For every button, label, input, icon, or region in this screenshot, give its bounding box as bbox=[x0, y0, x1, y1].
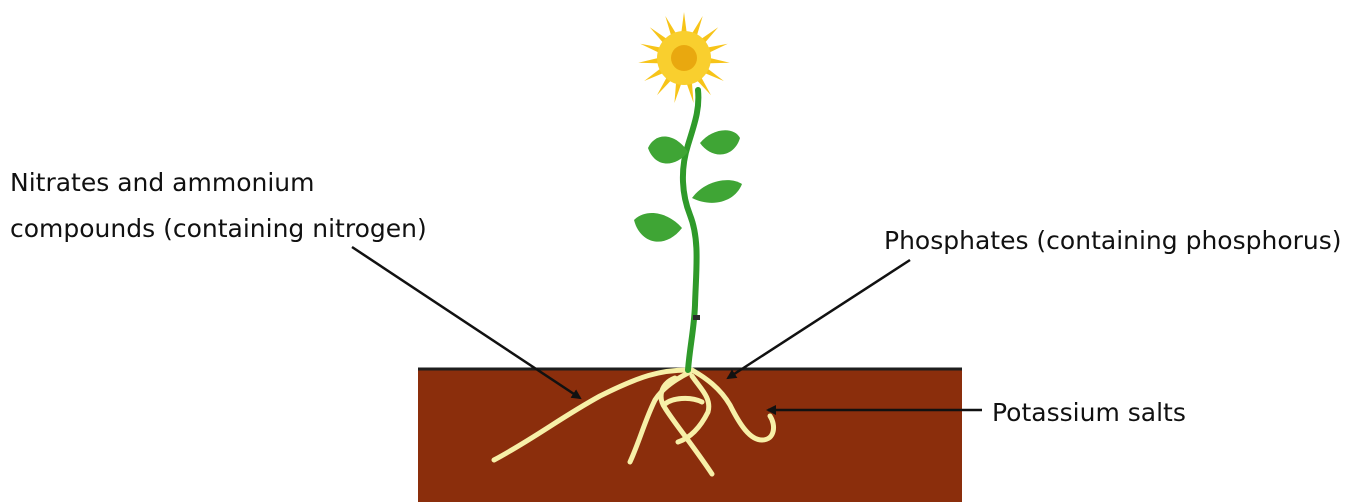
flower-center bbox=[671, 45, 697, 71]
arrow-phosphates bbox=[728, 260, 910, 378]
leaf-mid-right bbox=[692, 180, 742, 203]
label-phosphates: Phosphates (containing phosphorus) bbox=[884, 226, 1342, 256]
stem-node bbox=[693, 315, 700, 320]
leaf-lower-left bbox=[634, 213, 682, 242]
stem bbox=[683, 90, 698, 370]
label-potassium: Potassium salts bbox=[992, 398, 1186, 428]
leaf-top-right bbox=[700, 130, 740, 154]
sunflower bbox=[638, 12, 731, 104]
label-nitrates-line2: compounds (containing nitrogen) bbox=[10, 214, 427, 244]
label-nitrates-line1: Nitrates and ammonium bbox=[10, 168, 315, 198]
